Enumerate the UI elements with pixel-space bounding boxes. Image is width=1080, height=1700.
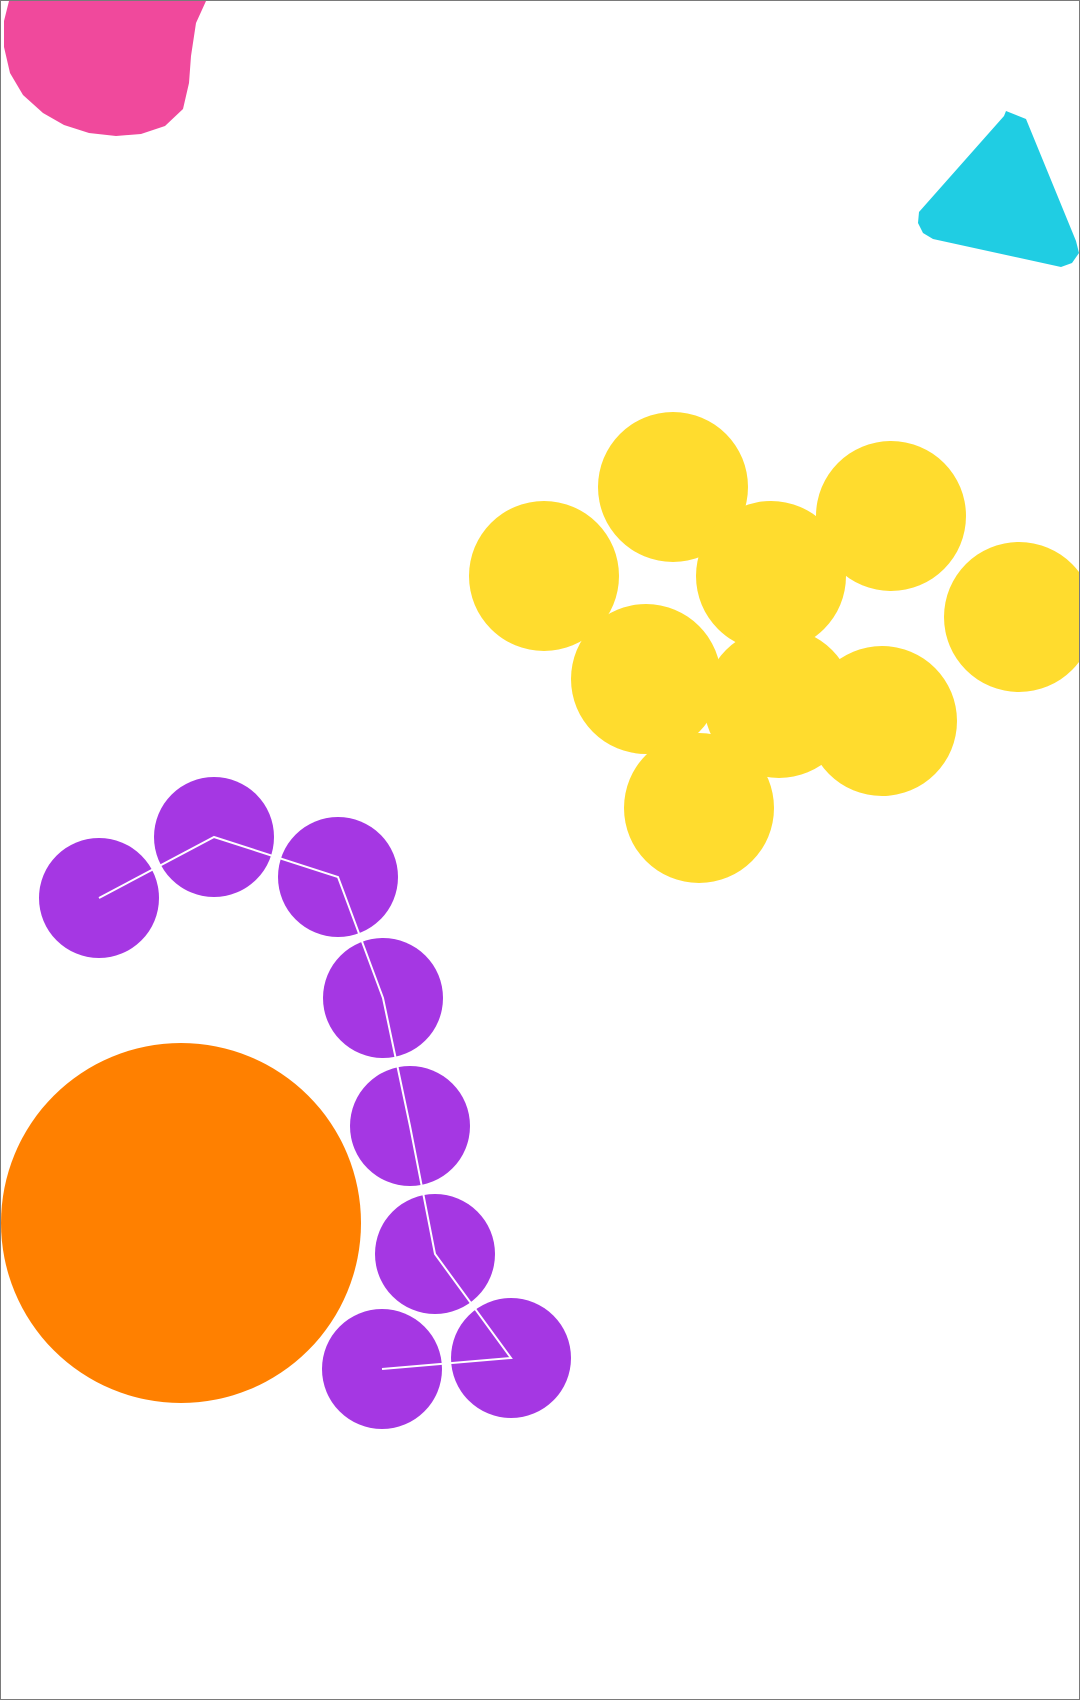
yellow-ball-cluster[interactable]	[469, 412, 1080, 883]
yellow-ball[interactable]	[598, 412, 748, 562]
yellow-ball[interactable]	[696, 501, 846, 651]
orange-ball[interactable]	[1, 1043, 361, 1403]
yellow-ball[interactable]	[571, 604, 721, 754]
yellow-ball[interactable]	[807, 646, 957, 796]
cyan-triangle[interactable]	[918, 111, 1079, 267]
yellow-ball[interactable]	[624, 733, 774, 883]
pink-blob[interactable]	[4, 1, 206, 136]
yellow-ball[interactable]	[816, 441, 966, 591]
purple-ball-chain[interactable]	[39, 777, 571, 1429]
chain-link-line	[98, 835, 513, 1370]
yellow-ball[interactable]	[944, 542, 1080, 692]
yellow-ball[interactable]	[469, 501, 619, 651]
